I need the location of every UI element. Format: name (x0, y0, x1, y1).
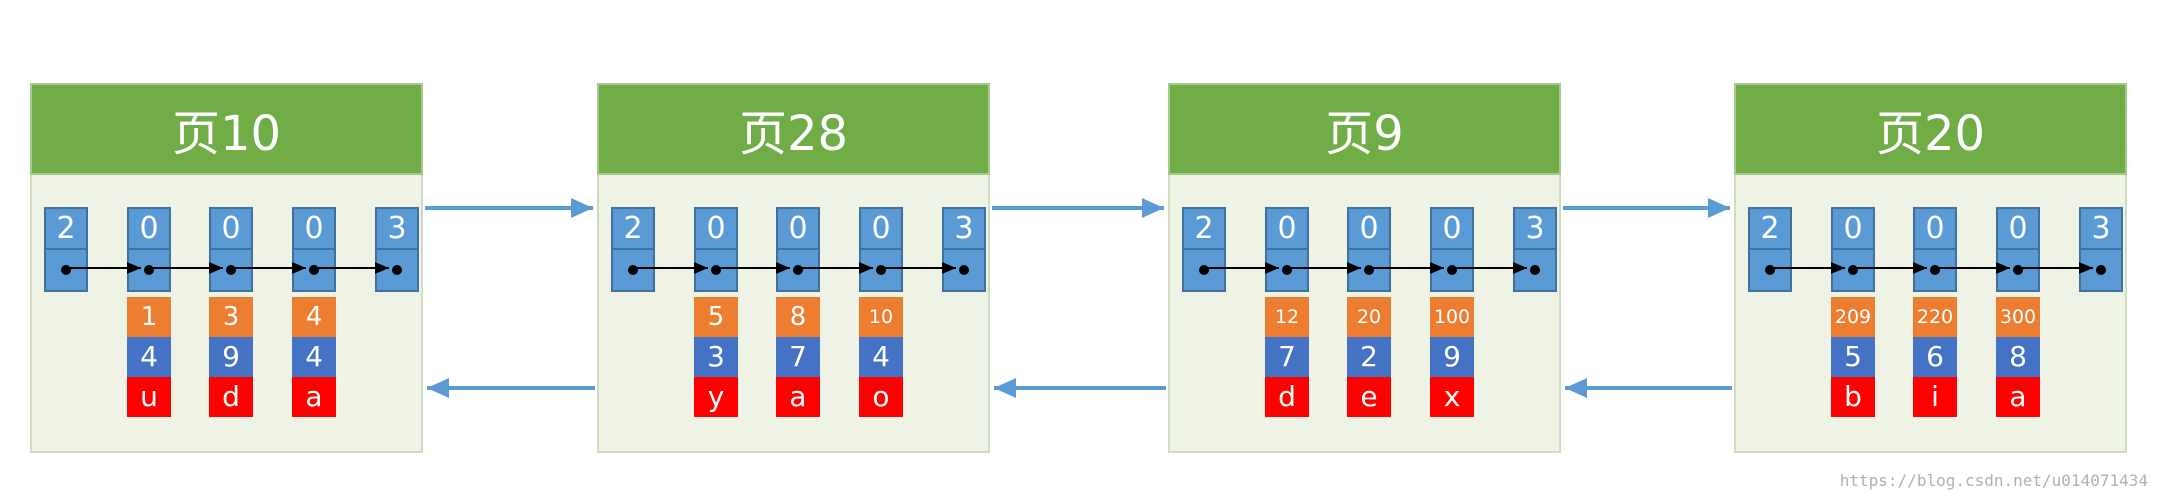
pointer-dot-icon (61, 265, 71, 275)
pointer-dot-icon (1765, 265, 1775, 275)
record-header-cell: 0 (776, 207, 820, 250)
record-char-cell: x (1430, 377, 1474, 417)
record-header-cell: 3 (375, 207, 419, 250)
record-key-cell: 4 (292, 297, 336, 337)
record-key-cell: 8 (776, 297, 820, 337)
pointer-dot-icon (1199, 265, 1209, 275)
pointer-dot-icon (628, 265, 638, 275)
record-char-cell: a (776, 377, 820, 417)
record-key-cell: 220 (1913, 297, 1957, 337)
record-header-cell: 0 (859, 207, 903, 250)
record-header-cell: 0 (1430, 207, 1474, 250)
pointer-dot-icon (711, 265, 721, 275)
pointer-dot-icon (793, 265, 803, 275)
record-key-cell: 1 (127, 297, 171, 337)
pointer-dot-icon (144, 265, 154, 275)
record-header-cell: 3 (942, 207, 986, 250)
pointer-dot-icon (392, 265, 402, 275)
record-key-cell: 209 (1831, 297, 1875, 337)
pointer-dot-icon (2013, 265, 2023, 275)
next-pointer-cell (611, 248, 655, 292)
pointer-dot-icon (1364, 265, 1374, 275)
record-key-cell: 20 (1347, 297, 1391, 337)
record-header-cell: 3 (2079, 207, 2123, 250)
record-number-cell: 9 (209, 337, 253, 377)
record-header-cell: 0 (1347, 207, 1391, 250)
page-title: 页28 (597, 83, 990, 175)
record-number-cell: 7 (776, 337, 820, 377)
next-pointer-cell (694, 248, 738, 292)
record-header-cell: 0 (209, 207, 253, 250)
record-key-cell: 5 (694, 297, 738, 337)
page-title: 页10 (30, 83, 423, 175)
record-header-cell: 0 (1265, 207, 1309, 250)
pointer-dot-icon (959, 265, 969, 275)
record-char-cell: d (1265, 377, 1309, 417)
record-header-cell: 3 (1513, 207, 1557, 250)
record-header-cell: 0 (694, 207, 738, 250)
next-pointer-cell (1182, 248, 1226, 292)
record-char-cell: b (1831, 377, 1875, 417)
next-pointer-cell (1748, 248, 1792, 292)
record-key-cell: 10 (859, 297, 903, 337)
record-number-cell: 4 (859, 337, 903, 377)
record-char-cell: i (1913, 377, 1957, 417)
record-char-cell: u (127, 377, 171, 417)
pointer-dot-icon (1848, 265, 1858, 275)
record-char-cell: o (859, 377, 903, 417)
record-number-cell: 4 (127, 337, 171, 377)
record-number-cell: 2 (1347, 337, 1391, 377)
pointer-dot-icon (876, 265, 886, 275)
page-title: 页9 (1168, 83, 1561, 175)
pointer-dot-icon (309, 265, 319, 275)
record-header-cell: 2 (1182, 207, 1226, 250)
record-header-cell: 0 (1831, 207, 1875, 250)
next-pointer-cell (44, 248, 88, 292)
record-number-cell: 4 (292, 337, 336, 377)
pointer-dot-icon (2096, 265, 2106, 275)
record-header-cell: 2 (44, 207, 88, 250)
watermark-url: https://blog.csdn.net/u014071434 (1839, 471, 2148, 490)
pointer-dot-icon (226, 265, 236, 275)
record-header-cell: 0 (292, 207, 336, 250)
page-title: 页20 (1734, 83, 2127, 175)
pointer-dot-icon (1530, 265, 1540, 275)
record-char-cell: e (1347, 377, 1391, 417)
next-pointer-cell (1513, 248, 1557, 292)
record-number-cell: 3 (694, 337, 738, 377)
record-number-cell: 9 (1430, 337, 1474, 377)
record-key-cell: 12 (1265, 297, 1309, 337)
record-number-cell: 5 (1831, 337, 1875, 377)
pointer-dot-icon (1930, 265, 1940, 275)
record-key-cell: 3 (209, 297, 253, 337)
pointer-dot-icon (1282, 265, 1292, 275)
record-number-cell: 8 (1996, 337, 2040, 377)
record-number-cell: 7 (1265, 337, 1309, 377)
record-key-cell: 300 (1996, 297, 2040, 337)
record-header-cell: 2 (1748, 207, 1792, 250)
record-key-cell: 100 (1430, 297, 1474, 337)
record-char-cell: y (694, 377, 738, 417)
record-char-cell: a (1996, 377, 2040, 417)
record-char-cell: a (292, 377, 336, 417)
record-number-cell: 6 (1913, 337, 1957, 377)
pointer-dot-icon (1447, 265, 1457, 275)
record-char-cell: d (209, 377, 253, 417)
